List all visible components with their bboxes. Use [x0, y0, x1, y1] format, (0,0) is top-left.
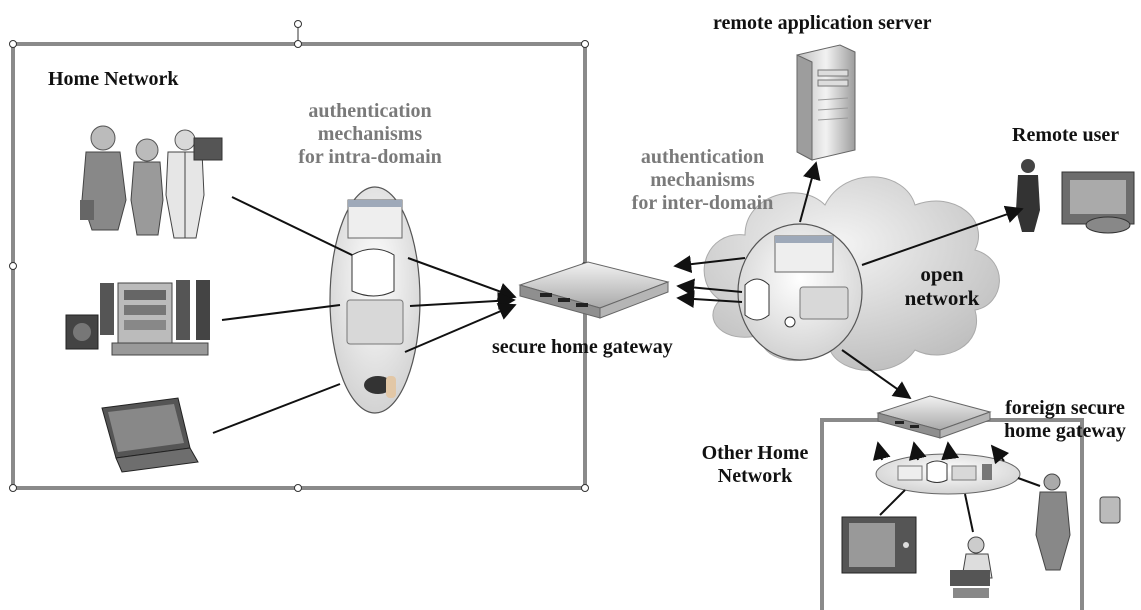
- secure-home-gateway-device: [518, 261, 670, 319]
- foreign-gateway-line-1: foreign secure: [1005, 397, 1125, 419]
- home-network-title: Home Network: [48, 68, 179, 90]
- intra-domain-auth-line-3: for intra-domain: [298, 146, 442, 168]
- intra-domain-auth-ellipse: [329, 186, 421, 414]
- stereo-system-icon: [65, 280, 210, 356]
- open-network-label: open network: [892, 262, 992, 310]
- remote-user-figure: [1016, 159, 1135, 234]
- connector-lines: [212, 161, 1041, 533]
- intra-domain-auth-label: authentication mechanisms for intra-doma…: [270, 100, 470, 169]
- foreign-user-figure: [1035, 473, 1121, 571]
- intra-domain-auth-line-2: mechanisms: [317, 123, 423, 145]
- other-network-line-1: Other Home: [701, 442, 809, 464]
- inter-domain-auth-ellipse: [737, 223, 863, 361]
- other-network-line-2: Network: [717, 465, 793, 487]
- person-at-computer-icon: [950, 536, 993, 598]
- laptop-icon: [101, 397, 199, 473]
- open-network-line-1: open: [920, 262, 964, 286]
- foreign-gateway-line-2: home gateway: [1004, 420, 1126, 442]
- other-network-auth-ellipse: [875, 453, 1021, 495]
- home-network-frame[interactable]: [9, 20, 589, 492]
- other-home-network-label: Other Home Network: [685, 442, 825, 488]
- television-icon: [841, 516, 917, 574]
- remote-application-server-label: remote application server: [713, 12, 932, 34]
- inter-domain-auth-line-3: for inter-domain: [631, 192, 774, 214]
- secure-home-gateway-label: secure home gateway: [492, 336, 673, 358]
- remote-application-server: [796, 44, 856, 161]
- open-network-line-2: network: [904, 286, 980, 311]
- intra-domain-auth-line-1: authentication: [308, 100, 432, 122]
- inter-domain-auth-line-2: mechanisms: [650, 169, 755, 191]
- inter-domain-auth-line-1: authentication: [640, 146, 765, 168]
- remote-user-label: Remote user: [1012, 124, 1120, 146]
- foreign-secure-home-gateway-label: foreign secure home gateway: [990, 397, 1140, 443]
- foreign-secure-home-gateway-device: [876, 395, 992, 439]
- inter-domain-auth-label: authentication mechanisms for inter-doma…: [600, 146, 805, 215]
- home-users-figures: [80, 125, 223, 239]
